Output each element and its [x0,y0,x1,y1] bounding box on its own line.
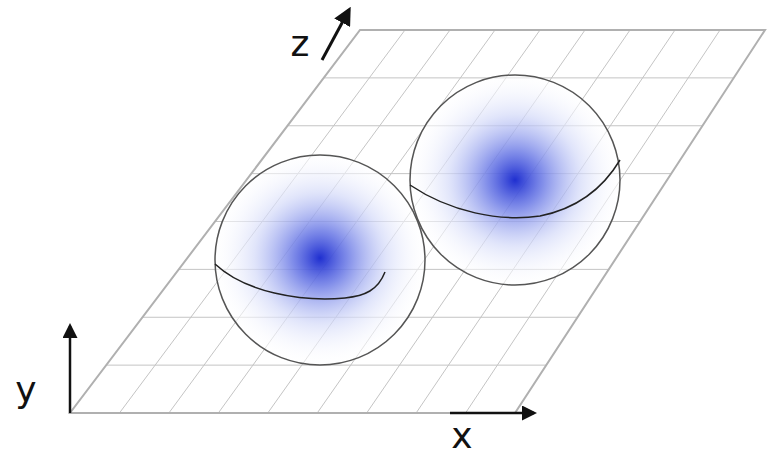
left-sphere [215,155,425,365]
axis-label: z [291,26,310,62]
grid-line [169,30,450,413]
axis-label: x [451,418,472,454]
x-axis-arrow [450,412,534,415]
z-axis-arrow [322,10,349,60]
right-sphere [410,75,620,285]
axis-label: y [15,372,36,408]
y-axis-arrow [69,326,72,413]
ground-plane [70,30,765,413]
